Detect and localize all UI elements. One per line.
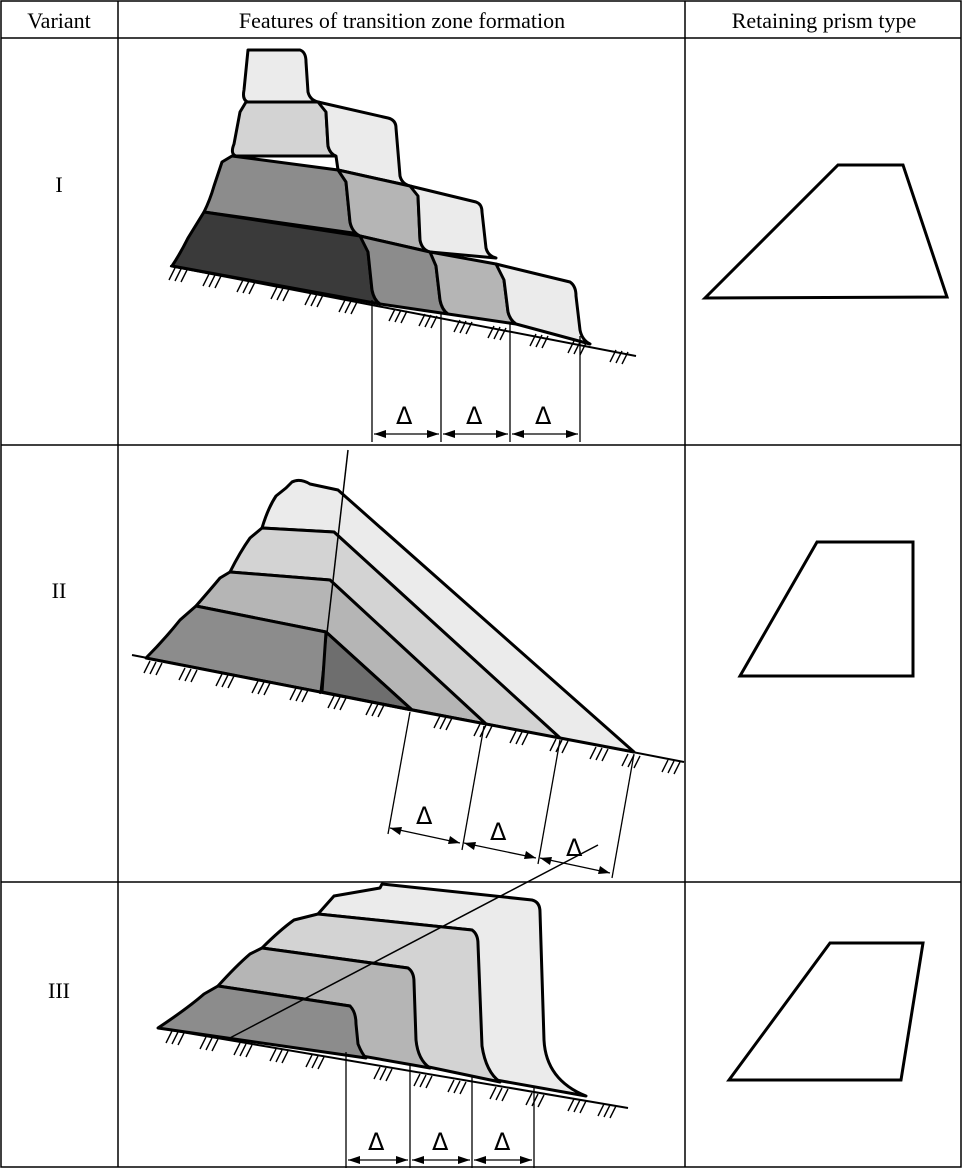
ground-hatching-3 (165, 1030, 617, 1119)
ground-hatching-2 (143, 660, 681, 775)
layer-1-block-1d (494, 262, 592, 346)
delta-label-1b: Δ (466, 402, 483, 430)
header-features: Features of transition zone formation (238, 8, 566, 33)
header-prism-type: Retaining prism type (731, 8, 917, 33)
ground-hatching-1 (168, 267, 629, 365)
prism-3-shape (726, 941, 925, 1082)
dimension-arrows-1 (374, 430, 578, 438)
ground-line-2 (131, 654, 685, 763)
layer-1-block-top (242, 48, 320, 104)
dimension-lines-2 (387, 711, 635, 879)
variant-label-3: III (48, 978, 70, 1003)
prism-2-shape (737, 540, 915, 678)
header-variant: Variant (27, 8, 91, 33)
delta-label-3c: Δ (494, 1128, 511, 1156)
reference-line-2 (319, 449, 349, 695)
reference-line-3 (225, 844, 599, 1041)
dimension-arrows-3 (348, 1156, 532, 1164)
variant-label-1: I (55, 172, 63, 197)
dimension-arrows-2 (390, 827, 610, 874)
delta-label-2b: Δ (490, 818, 507, 846)
delta-label-3a: Δ (368, 1128, 385, 1156)
ground-line-1 (169, 265, 637, 357)
delta-label-2a: Δ (416, 802, 433, 830)
delta-label-1a: Δ (396, 402, 413, 430)
ground-line-3 (157, 1027, 629, 1109)
delta-label-1c: Δ (535, 402, 552, 430)
layer-3-b1 (156, 984, 368, 1060)
delta-label-3b: Δ (432, 1128, 449, 1156)
layer-1-block-2c (408, 184, 498, 260)
variant-label-2: II (51, 578, 67, 603)
prism-1-shape (701, 163, 950, 300)
